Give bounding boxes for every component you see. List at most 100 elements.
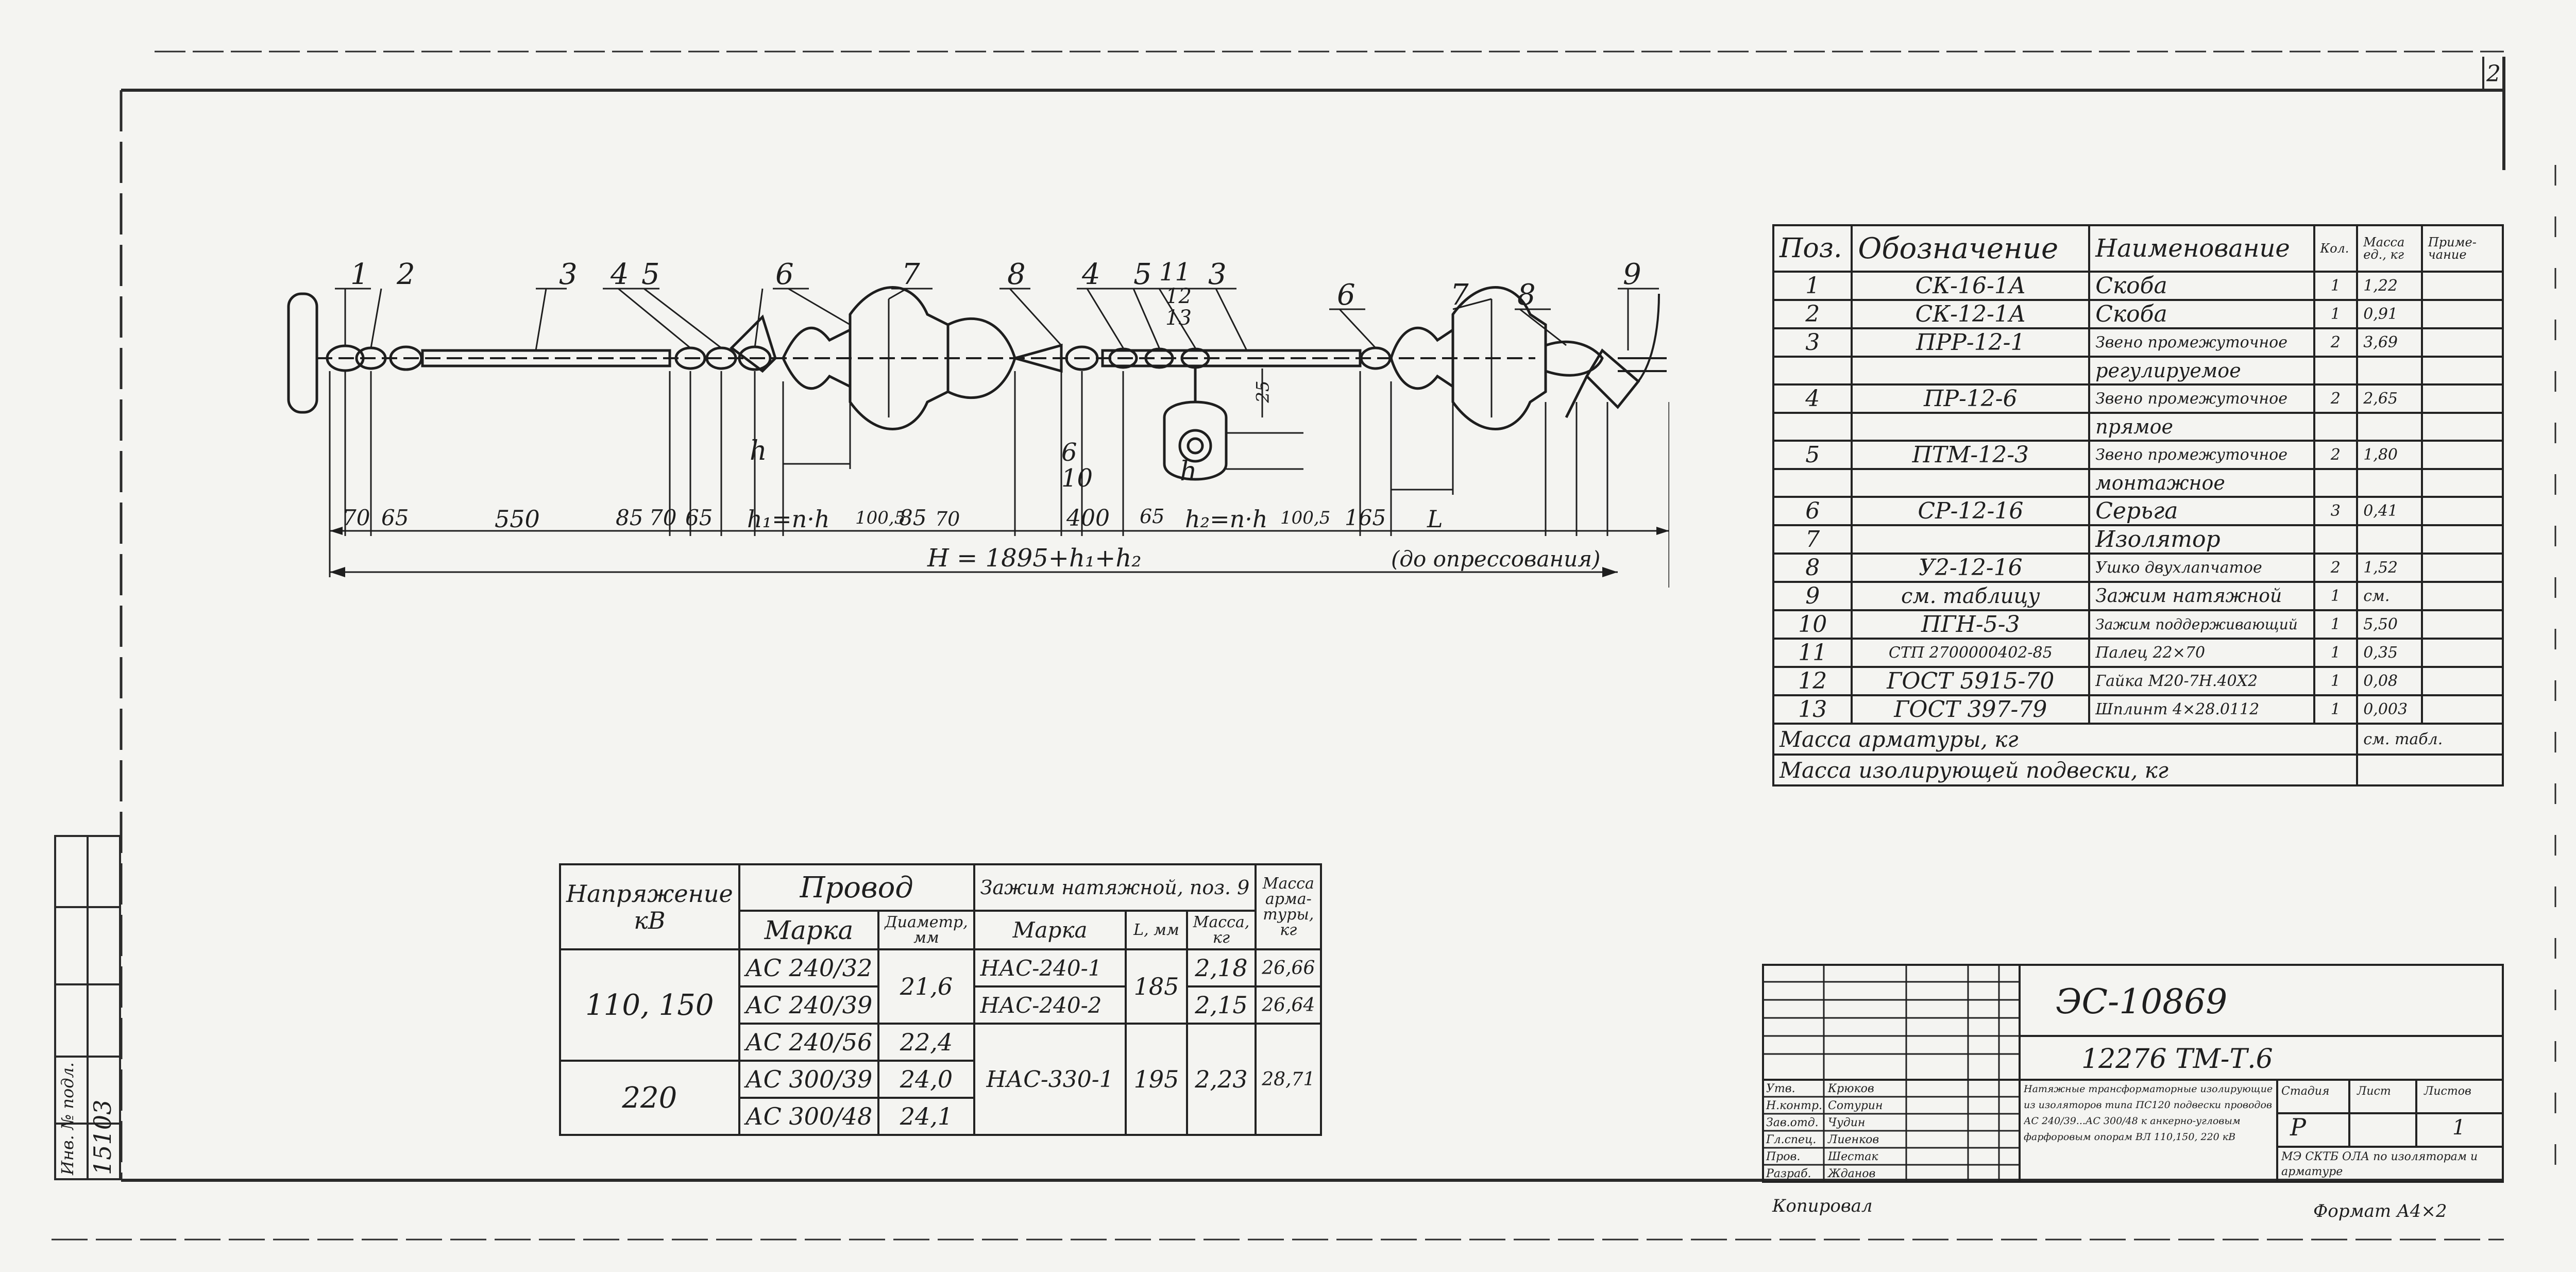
wt-row: 220 АС 300/39 24,0: [559, 1060, 1321, 1136]
tower-bracket: [287, 292, 318, 414]
callout-8: 8: [1007, 258, 1026, 291]
spec-qty: 1: [2313, 581, 2359, 611]
role-norm-control: Н.контр.: [1766, 1099, 1822, 1112]
dim-100-5: 100,5: [855, 508, 906, 528]
wt-h-clamp-mark: Марка: [973, 910, 1127, 950]
spec-designation: [1851, 356, 2091, 386]
spec-qty: 1: [2313, 299, 2359, 329]
wt-h-clamp-mass: Масса, кг: [1185, 910, 1257, 950]
dim-70b: 70: [649, 505, 677, 530]
dim-85b: 85: [899, 505, 927, 530]
spec-designation: СК-16-1А: [1851, 271, 2091, 301]
spec-mass: [2356, 356, 2423, 386]
callout-11: 11: [1159, 258, 1191, 287]
name-checked: Шестак: [1828, 1150, 1878, 1163]
spec-qty: 2: [2313, 440, 2359, 470]
role-approved: Утв.: [1766, 1082, 1795, 1095]
spec-designation: СТП 2700000402-85: [1851, 638, 2091, 668]
spec-mass: 1,80: [2356, 440, 2423, 470]
callout-7b: 7: [1450, 278, 1469, 312]
spec-designation: ПТМ-12-3: [1851, 440, 2091, 470]
spec-mass: 5,50: [2356, 609, 2423, 640]
spec-h-pos: Поз.: [1772, 224, 1853, 273]
spec-pos: 10: [1772, 609, 1853, 640]
wt-diam: 21,6: [877, 948, 975, 1025]
spec-name: Ушко двухлапчатое: [2088, 553, 2315, 583]
spec-designation: ПР-12-6: [1851, 383, 2091, 414]
spec-pos: 9: [1772, 581, 1853, 611]
specification-table: Поз. Обозначение Наименование Кол. Масса…: [1772, 224, 2504, 786]
dim-65c: 65: [1140, 505, 1165, 528]
spec-qty: [2313, 356, 2359, 386]
wt-row: 110, 150 АС 240/32 21,6 НАС-240-1 185 2,…: [559, 948, 1323, 1062]
left-stamp-frame: [54, 835, 121, 1180]
dim-400: 400: [1066, 505, 1110, 531]
spec-note: [2420, 609, 2504, 640]
wt-diam: 24,1: [877, 1097, 975, 1136]
wt-h-diam: Диаметр, мм: [877, 910, 975, 950]
name-norm-control: Сотурин: [1828, 1099, 1883, 1112]
spec-designation: см. таблицу: [1851, 581, 2091, 611]
spec-name: Шплинт 4×28.0112: [2088, 694, 2315, 725]
spec-note: [2420, 553, 2504, 583]
role-checked: Пров.: [1766, 1150, 1801, 1163]
title-block-frame: [1762, 964, 2504, 1183]
spec-qty: 2: [2313, 383, 2359, 414]
dim-165: 165: [1345, 505, 1386, 530]
spec-mass: 0,41: [2356, 496, 2423, 526]
spec-note: [2420, 638, 2504, 668]
spec-pos: [1772, 356, 1853, 386]
spec-pos: 1: [1772, 271, 1853, 301]
sheet-label: Лист: [2357, 1085, 2391, 1098]
spec-pos: 2: [1772, 299, 1853, 329]
wire-clamp-table: Напряжение кВ Провод Зажим натяжной, поз…: [559, 863, 1323, 1136]
name-chief-spec: Лиенков: [1828, 1133, 1879, 1146]
dim-550: 550: [495, 505, 540, 533]
dim-85: 85: [616, 505, 643, 530]
spec-name: Серьга: [2088, 496, 2315, 526]
dim-65: 65: [381, 505, 409, 530]
mass-fittings-label: Масса арматуры, кг: [1772, 723, 2359, 756]
wt-l: 195: [1125, 1023, 1188, 1136]
spec-note: [2420, 356, 2504, 386]
name-head-dept: Чудин: [1828, 1116, 1866, 1129]
clamp-height-dim: 25: [1252, 380, 1274, 403]
left-stamp-inv-number: 15103: [89, 1099, 116, 1175]
spec-h-qty: Кол.: [2313, 224, 2359, 273]
spec-pos: 8: [1772, 553, 1853, 583]
spec-note: [2420, 581, 2504, 611]
spec-designation: ГОСТ 5915-70: [1851, 666, 2091, 696]
mass-suspension-label: Масса изолирующей подвески, кг: [1772, 754, 2359, 786]
doc-number: ЭС-10869: [2056, 982, 2228, 1022]
spec-name: Звено промежуточное: [2088, 440, 2315, 470]
spec-name: Звено промежуточное: [2088, 327, 2315, 358]
spec-designation: [1851, 412, 2091, 442]
wt-wire: АС 240/32: [738, 948, 880, 988]
dim-note: (до опрессования): [1391, 546, 1601, 572]
callout-6c: 6: [1061, 438, 1077, 467]
dim-70c: 70: [935, 508, 960, 530]
spec-designation: [1851, 524, 2091, 555]
suspension-assembly-drawing: [287, 286, 1669, 588]
spec-mass: см.: [2356, 581, 2423, 611]
spec-mass: 0,91: [2356, 299, 2423, 329]
role-chief-spec: Гл.спец.: [1766, 1133, 1817, 1146]
dim-h2: h₂=n·h: [1185, 505, 1268, 533]
spec-mass: [2356, 412, 2423, 442]
spec-designation: ПГН-5-3: [1851, 609, 2091, 640]
spec-designation: СК-12-1А: [1851, 299, 2091, 329]
spec-mass: 0,35: [2356, 638, 2423, 668]
sheets-label: Листов: [2424, 1085, 2471, 1098]
callout-5b: 5: [1133, 258, 1152, 291]
spec-name: Скоба: [2088, 271, 2315, 301]
wt-l: 185: [1125, 948, 1188, 1025]
spec-name: Зажим натяжной: [2088, 581, 2315, 611]
spec-pos: 4: [1772, 383, 1853, 414]
